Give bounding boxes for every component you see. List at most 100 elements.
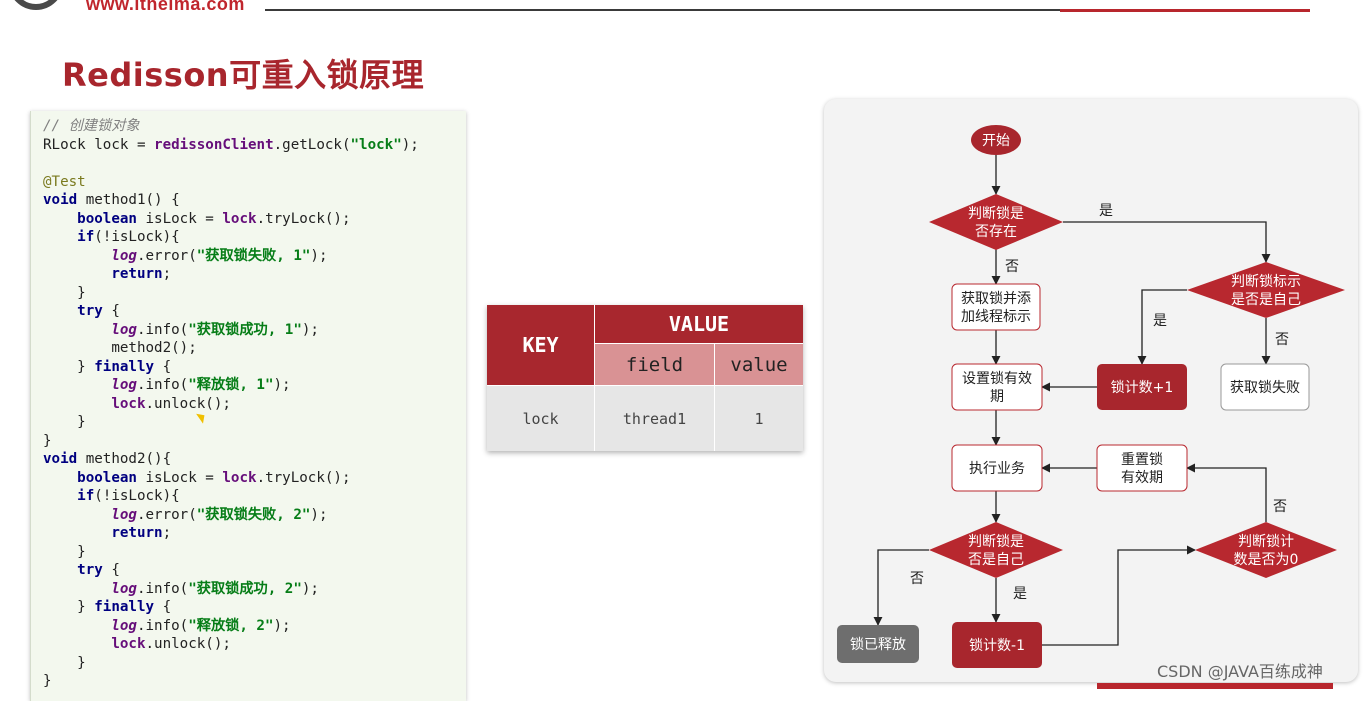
- code-line: log.info("获取锁成功, 2");: [43, 580, 466, 599]
- svg-text:锁计数+1: 锁计数+1: [1111, 380, 1174, 396]
- svg-text:是否是自己: 是否是自己: [1231, 292, 1301, 308]
- code-line: try {: [43, 561, 466, 580]
- edge-label-no: 否: [910, 571, 924, 587]
- code-token: method2(){: [77, 451, 172, 467]
- code-token: "获取锁成功, 1": [188, 321, 302, 338]
- code-token: (!isLock){: [94, 229, 180, 245]
- edge-label-yes: 是: [1013, 586, 1027, 602]
- code-token: {: [154, 358, 172, 375]
- flow-set-lock-expiry: 设置锁有效 期: [951, 363, 1043, 411]
- flow-acquire-lock-add-thread-mark: 获取锁并添 加线程标示: [951, 283, 1041, 331]
- flow-connectors: [873, 155, 1271, 646]
- svg-text:获取锁并添: 获取锁并添: [961, 291, 1031, 307]
- flow-start: 开始: [971, 125, 1021, 155]
- code-line: boolean isLock = lock.tryLock();: [43, 210, 466, 229]
- code-token: "获取锁失败, 2": [196, 506, 311, 523]
- code-token: .error(: [136, 247, 197, 264]
- code-line: try {: [43, 302, 466, 321]
- code-token: boolean: [77, 469, 137, 486]
- code-token: {: [102, 303, 120, 319]
- code-line: @Test: [43, 173, 466, 192]
- code-token: {: [154, 599, 172, 615]
- code-token: }: [43, 673, 52, 689]
- flow-decision-lock-exists: 判断锁是 否存在: [929, 194, 1063, 250]
- code-token: lock: [222, 469, 257, 486]
- footer-accent-bar: [1097, 683, 1333, 689]
- code-token: "lock": [350, 136, 402, 153]
- code-line: log.error("获取锁失败, 2");: [43, 506, 466, 525]
- code-token: @Test: [43, 173, 86, 190]
- code-line: }: [43, 654, 466, 673]
- flow-decision-lock-is-self: 判断锁是 否是自己: [929, 522, 1063, 578]
- code-token: ;: [162, 525, 172, 541]
- header-divider: [265, 9, 1310, 11]
- code-token: "获取锁成功, 2": [188, 580, 302, 597]
- code-token: method1() {: [77, 192, 180, 208]
- flow-lock-released: 锁已释放: [837, 625, 919, 663]
- table-cell-key: lock: [487, 386, 594, 451]
- code-line: RLock lock = redissonClient.getLock("loc…: [43, 136, 466, 155]
- code-token: }: [43, 284, 86, 301]
- code-panel: // 创建锁对象 RLock lock = redissonClient.getL…: [30, 111, 466, 701]
- code-line: } finally {: [43, 598, 466, 617]
- code-token: }: [43, 358, 95, 375]
- edge-label-yes: 是: [1099, 203, 1113, 219]
- code-line: }: [43, 672, 466, 691]
- code-token: }: [43, 654, 86, 671]
- svg-text:判断锁标示: 判断锁标示: [1231, 274, 1301, 290]
- code-token: }: [43, 414, 86, 430]
- code-line: log.info("获取锁成功, 1");: [43, 321, 466, 340]
- code-block: // 创建锁对象 RLock lock = redissonClient.getL…: [31, 111, 466, 691]
- code-line: method2();: [43, 339, 466, 358]
- code-line: } finally {: [43, 358, 466, 377]
- table-header-value: VALUE: [595, 305, 803, 343]
- code-token: .info(: [136, 377, 189, 393]
- code-token: finally: [94, 358, 155, 375]
- code-line: log.error("获取锁失败, 1");: [43, 247, 466, 266]
- flow-decision-mark-is-self: 判断锁标示 是否是自己: [1187, 262, 1345, 318]
- code-line: return;: [43, 524, 466, 543]
- table-header-key: KEY: [487, 305, 594, 385]
- code-line: lock.unlock();: [43, 395, 466, 414]
- logo-url: www.itheima.com: [86, 0, 245, 14]
- code-token: RLock lock =: [43, 136, 155, 153]
- code-token: .tryLock();: [256, 210, 351, 227]
- code-token: .getLock(: [273, 136, 351, 153]
- code-token: }: [43, 599, 95, 615]
- code-token: isLock =: [136, 469, 223, 486]
- svg-text:执行业务: 执行业务: [969, 461, 1025, 477]
- code-token: (!isLock){: [94, 488, 180, 504]
- code-token: .unlock();: [145, 395, 231, 412]
- flow-acquire-lock-failed: 获取锁失败: [1220, 363, 1310, 411]
- code-token: );: [301, 580, 319, 597]
- svg-text:开始: 开始: [982, 133, 1010, 149]
- svg-text:判断锁是: 判断锁是: [968, 206, 1024, 222]
- flow-execute-business: 执行业务: [951, 444, 1043, 492]
- table-subheader-value: value: [715, 344, 803, 385]
- code-line: boolean isLock = lock.tryLock();: [43, 469, 466, 488]
- code-token: try: [77, 303, 103, 319]
- flow-reset-lock-expiry: 重置锁 有效期: [1096, 444, 1188, 492]
- svg-text:获取锁失败: 获取锁失败: [1230, 380, 1300, 396]
- code-line: return;: [43, 265, 466, 284]
- code-line: void method2(){: [43, 450, 466, 469]
- flow-decision-count-is-zero: 判断锁计 数是否为0: [1195, 522, 1337, 578]
- svg-text:重置锁: 重置锁: [1121, 452, 1163, 468]
- code-token: lock: [111, 636, 146, 652]
- code-token: // 创建锁对象: [43, 118, 140, 134]
- code-token: return: [111, 525, 163, 541]
- code-token: );: [401, 136, 419, 153]
- code-token: .error(: [136, 506, 197, 523]
- svg-text:否是自己: 否是自己: [968, 552, 1024, 568]
- code-line: lock.unlock();: [43, 635, 466, 654]
- svg-text:判断锁计: 判断锁计: [1238, 534, 1294, 550]
- redis-hash-table: KEY VALUE field value lock thread1 1: [487, 305, 803, 451]
- code-token: void: [43, 451, 78, 467]
- code-token: log: [111, 617, 137, 634]
- code-token: log: [111, 321, 137, 338]
- code-token: .unlock();: [145, 636, 231, 652]
- code-token: try: [77, 562, 103, 578]
- header-accent-bar: [1060, 9, 1310, 12]
- svg-text:数是否为0: 数是否为0: [1234, 552, 1299, 568]
